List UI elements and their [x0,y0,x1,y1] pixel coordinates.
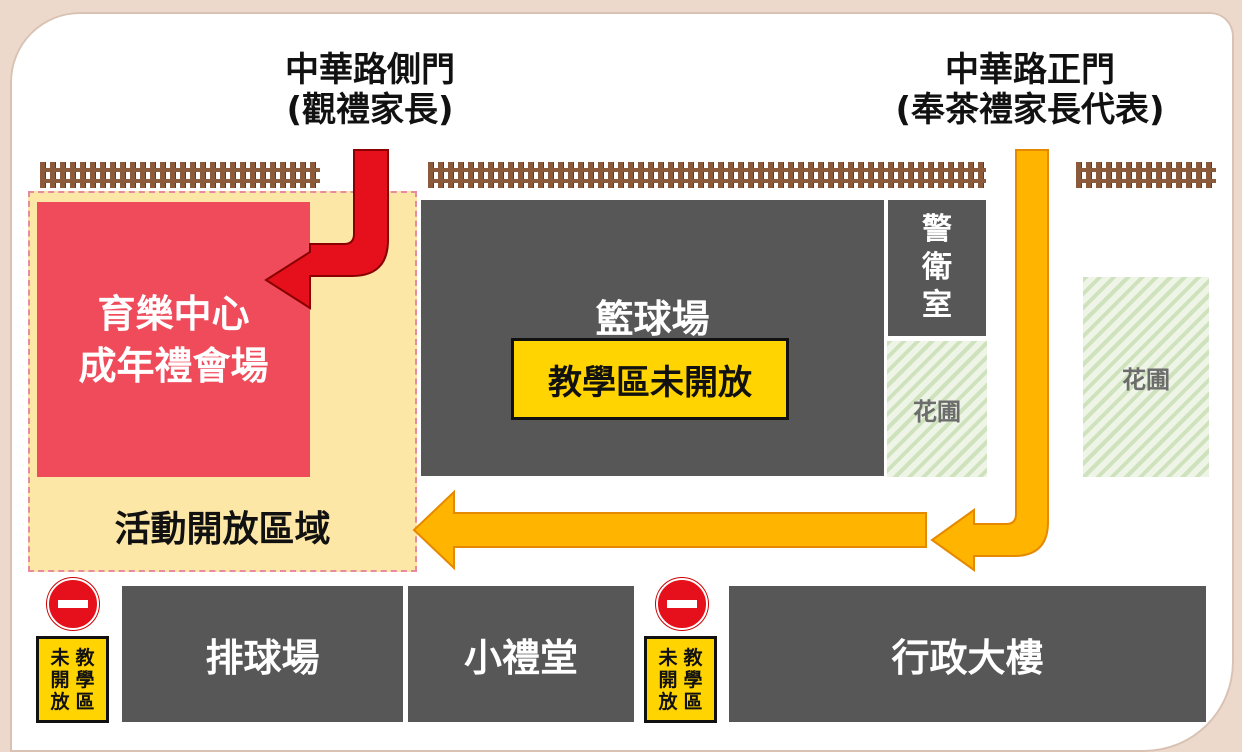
sign-right-char: 區 [683,690,703,713]
no-entry-icon-right [656,578,708,630]
main-gate-label: 中華路正門 (奉茶禮家長代表) [860,50,1200,130]
guard-room: 警衛室 [888,200,986,336]
side-gate-note: (觀禮家長) [286,90,454,130]
side-gate-label: 中華路側門 (觀禮家長) [250,50,490,130]
sign-right-char: 學 [683,668,703,691]
basketball-court-label: 籃球場 [595,297,710,341]
garden-left: 花圃 [887,341,987,477]
teaching-closed-sign-left: 未 開 放 教 學 區 [36,636,109,723]
fence-left [40,162,320,188]
main-gate-name: 中華路正門 [945,50,1115,90]
teaching-closed-sign-right: 未 開 放 教 學 區 [644,636,717,723]
main-gate-note: (奉茶禮家長代表) [895,90,1165,130]
sign-left-char: 區 [75,690,95,713]
side-gate-route-arrow [264,149,389,310]
no-entry-icon-left [47,578,99,630]
garden-right: 花圃 [1083,277,1209,477]
sign-left-char: 學 [75,668,95,691]
teaching-area-closed-notice: 教學區未開放 [511,338,789,420]
fence-right [1076,162,1216,188]
activity-zone-route-arrow [412,489,927,571]
activity-zone-label: 活動開放區域 [114,509,331,550]
sign-right-char: 未 [658,646,678,669]
ceremony-venue-line1: 育樂中心 [97,291,250,336]
sign-left-char: 未 [50,646,70,669]
ceremony-venue: 育樂中心 成年禮會場 [37,202,310,477]
fence-middle [428,162,986,188]
basketball-court: 籃球場 教學區未開放 [421,200,884,476]
side-gate-name: 中華路側門 [285,50,455,90]
sign-left-char: 開 [50,668,70,691]
sign-left-char: 放 [50,690,70,713]
sign-right-char: 開 [658,668,678,691]
main-gate-route-arrow [930,149,1049,572]
sign-left-char: 教 [75,646,95,669]
volleyball-court: 排球場 [122,586,403,722]
ceremony-venue-line2: 成年禮會場 [78,343,269,388]
admin-building: 行政大樓 [729,586,1206,722]
sign-right-char: 教 [683,646,703,669]
guard-room-label: 警衛室 [922,212,952,323]
small-auditorium: 小禮堂 [408,586,634,722]
sign-right-char: 放 [658,690,678,713]
